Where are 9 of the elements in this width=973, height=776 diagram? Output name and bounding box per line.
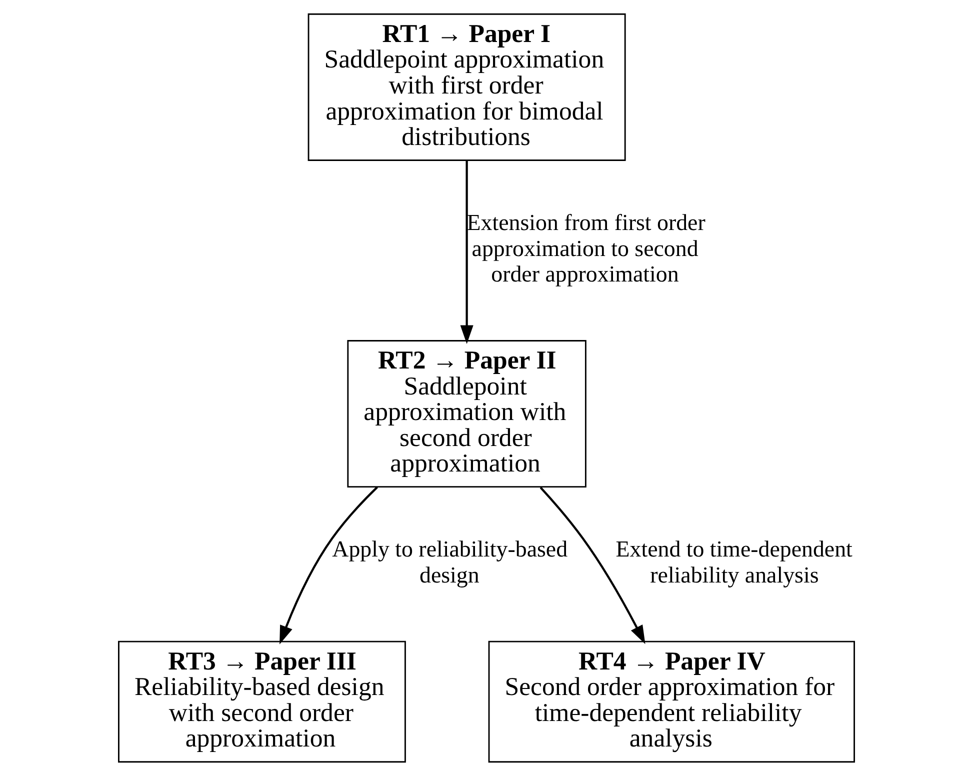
arrow — [460, 160, 474, 344]
node-box: RT4 → Paper IV Second order approximation for time-dependent reliability analysis — [488, 640, 855, 763]
node-box: RT1 → Paper I Saddlepoint approximation with first order approximation for bimodal distributions — [308, 13, 626, 161]
edge-label: Apply to reliability-based design — [332, 536, 568, 588]
arrow — [540, 486, 646, 644]
arrow — [280, 486, 378, 644]
node-box: RT3 → Paper III Reliability-based design with second order approximation — [118, 640, 406, 763]
edge-label: Extend to time-dependent reliability analysis — [616, 536, 852, 588]
node-box: RT2 → Paper II Saddlepoint approximation with second order approximation — [347, 340, 586, 488]
